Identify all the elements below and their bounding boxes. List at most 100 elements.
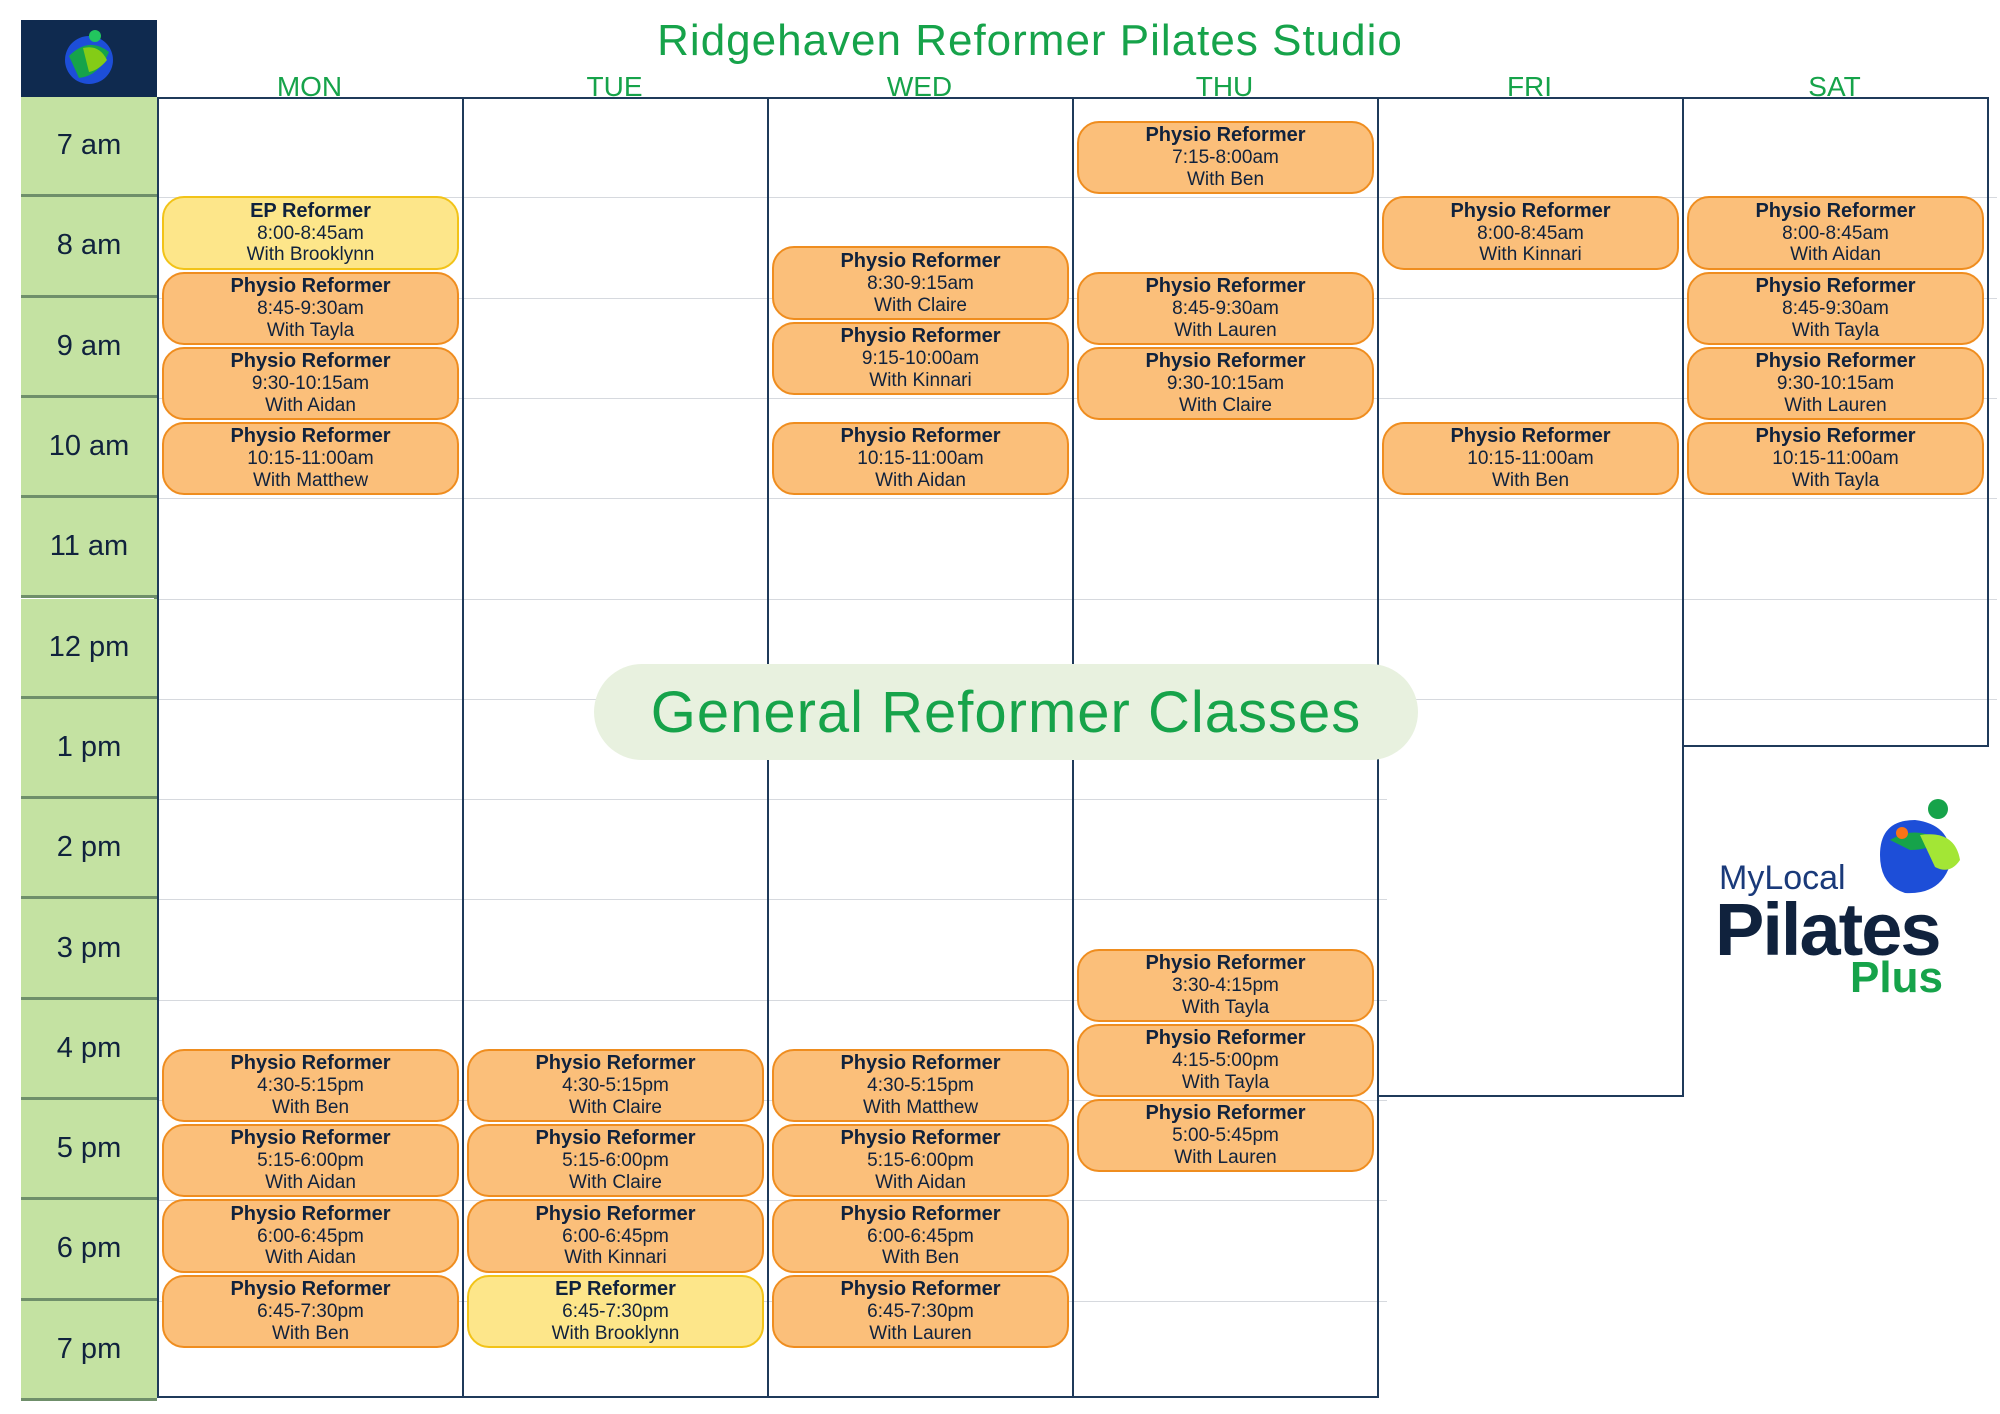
class-title: Physio Reformer bbox=[1145, 274, 1306, 297]
class-time: 4:15-5:00pm bbox=[1172, 1050, 1279, 1072]
class-time: 9:15-10:00am bbox=[861, 347, 980, 369]
class-instructor: With Aidan bbox=[265, 394, 356, 416]
brand-pilates: Pilates bbox=[1715, 888, 1942, 971]
brand-figure-icon bbox=[1880, 799, 1960, 894]
class-instructor: With Tayla bbox=[1791, 319, 1880, 341]
class-title: Physio Reformer bbox=[840, 249, 1001, 272]
class-title: Physio Reformer bbox=[230, 1277, 391, 1300]
class-instructor: With Tayla bbox=[1181, 1071, 1270, 1093]
class-title: Physio Reformer bbox=[1145, 124, 1306, 147]
day-header-tue: TUE bbox=[586, 71, 643, 102]
class-time: 3:30-4:15pm bbox=[1172, 974, 1279, 996]
time-slot-label: 9 am bbox=[21, 297, 157, 398]
brand-logo: MyLocal Pilates Plus bbox=[1715, 795, 1975, 1005]
class-title: Physio Reformer bbox=[1145, 1102, 1306, 1125]
class-instructor: With Lauren bbox=[869, 1322, 972, 1344]
class-time: 8:45-9:30am bbox=[1172, 297, 1279, 319]
hour-grid-line bbox=[157, 498, 1997, 500]
day-header-thu: THU bbox=[1195, 71, 1254, 102]
class-time: 8:00-8:45am bbox=[257, 222, 364, 244]
time-slot-label: 2 pm bbox=[21, 799, 157, 900]
class-title: Physio Reformer bbox=[230, 1127, 391, 1150]
class-instructor: With Ben bbox=[1186, 169, 1265, 191]
class-title: Physio Reformer bbox=[840, 1052, 1001, 1075]
class-time: 4:30-5:15pm bbox=[562, 1075, 669, 1097]
hour-grid-line bbox=[157, 197, 1997, 199]
class-time: 5:15-6:00pm bbox=[562, 1150, 669, 1172]
class-instructor: With Matthew bbox=[252, 470, 369, 492]
time-slot-label: 7 am bbox=[21, 97, 157, 198]
class-title: Physio Reformer bbox=[1145, 1027, 1306, 1050]
class-title: Physio Reformer bbox=[1145, 350, 1306, 373]
class-title: Physio Reformer bbox=[840, 1127, 1001, 1150]
class-instructor: With Tayla bbox=[1181, 996, 1270, 1018]
day-header-mon: MON bbox=[276, 71, 343, 102]
class-instructor: With Ben bbox=[271, 1096, 350, 1118]
class-instructor: With Tayla bbox=[1791, 470, 1880, 492]
time-slot-label: 1 pm bbox=[21, 698, 157, 800]
class-time: 8:30-9:15am bbox=[867, 272, 974, 294]
class-time: 10:15-11:00am bbox=[1772, 448, 1899, 470]
general-classes-banner: General Reformer Classes bbox=[594, 664, 1418, 760]
class-instructor: With Ben bbox=[881, 1247, 960, 1269]
class-instructor: With Kinnari bbox=[564, 1247, 667, 1269]
class-title: Physio Reformer bbox=[535, 1127, 696, 1150]
class-instructor: With Kinnari bbox=[1479, 244, 1582, 266]
class-instructor: With Lauren bbox=[1174, 1147, 1277, 1169]
brand-my-local: MyLocal bbox=[1719, 859, 1846, 897]
time-slot-label: 12 pm bbox=[21, 598, 157, 699]
hour-grid-line bbox=[157, 899, 1387, 901]
class-title: Physio Reformer bbox=[1755, 199, 1916, 222]
class-time: 10:15-11:00am bbox=[857, 448, 984, 470]
class-time: 4:30-5:15pm bbox=[257, 1075, 364, 1097]
class-time: 10:15-11:00am bbox=[247, 448, 374, 470]
class-time: 9:30-10:15am bbox=[1776, 373, 1895, 395]
studio-logo bbox=[21, 20, 157, 97]
class-instructor: With Aidan bbox=[875, 470, 966, 492]
class-time: 10:15-11:00am bbox=[1467, 448, 1594, 470]
time-slot-label: 7 pm bbox=[21, 1300, 157, 1401]
class-title: Physio Reformer bbox=[1755, 274, 1916, 297]
hour-grid-line bbox=[157, 999, 1387, 1001]
pilates-figure-icon bbox=[65, 30, 113, 84]
class-title: Physio Reformer bbox=[1450, 199, 1611, 222]
class-title: Physio Reformer bbox=[840, 324, 1001, 347]
time-slot-label: 4 pm bbox=[21, 999, 157, 1100]
class-time: 5:00-5:45pm bbox=[1172, 1125, 1279, 1147]
time-slot-label: 10 am bbox=[21, 397, 157, 499]
class-time: 5:15-6:00pm bbox=[257, 1150, 364, 1172]
class-instructor: With Aidan bbox=[875, 1172, 966, 1194]
class-time: 6:00-6:45pm bbox=[257, 1225, 364, 1247]
